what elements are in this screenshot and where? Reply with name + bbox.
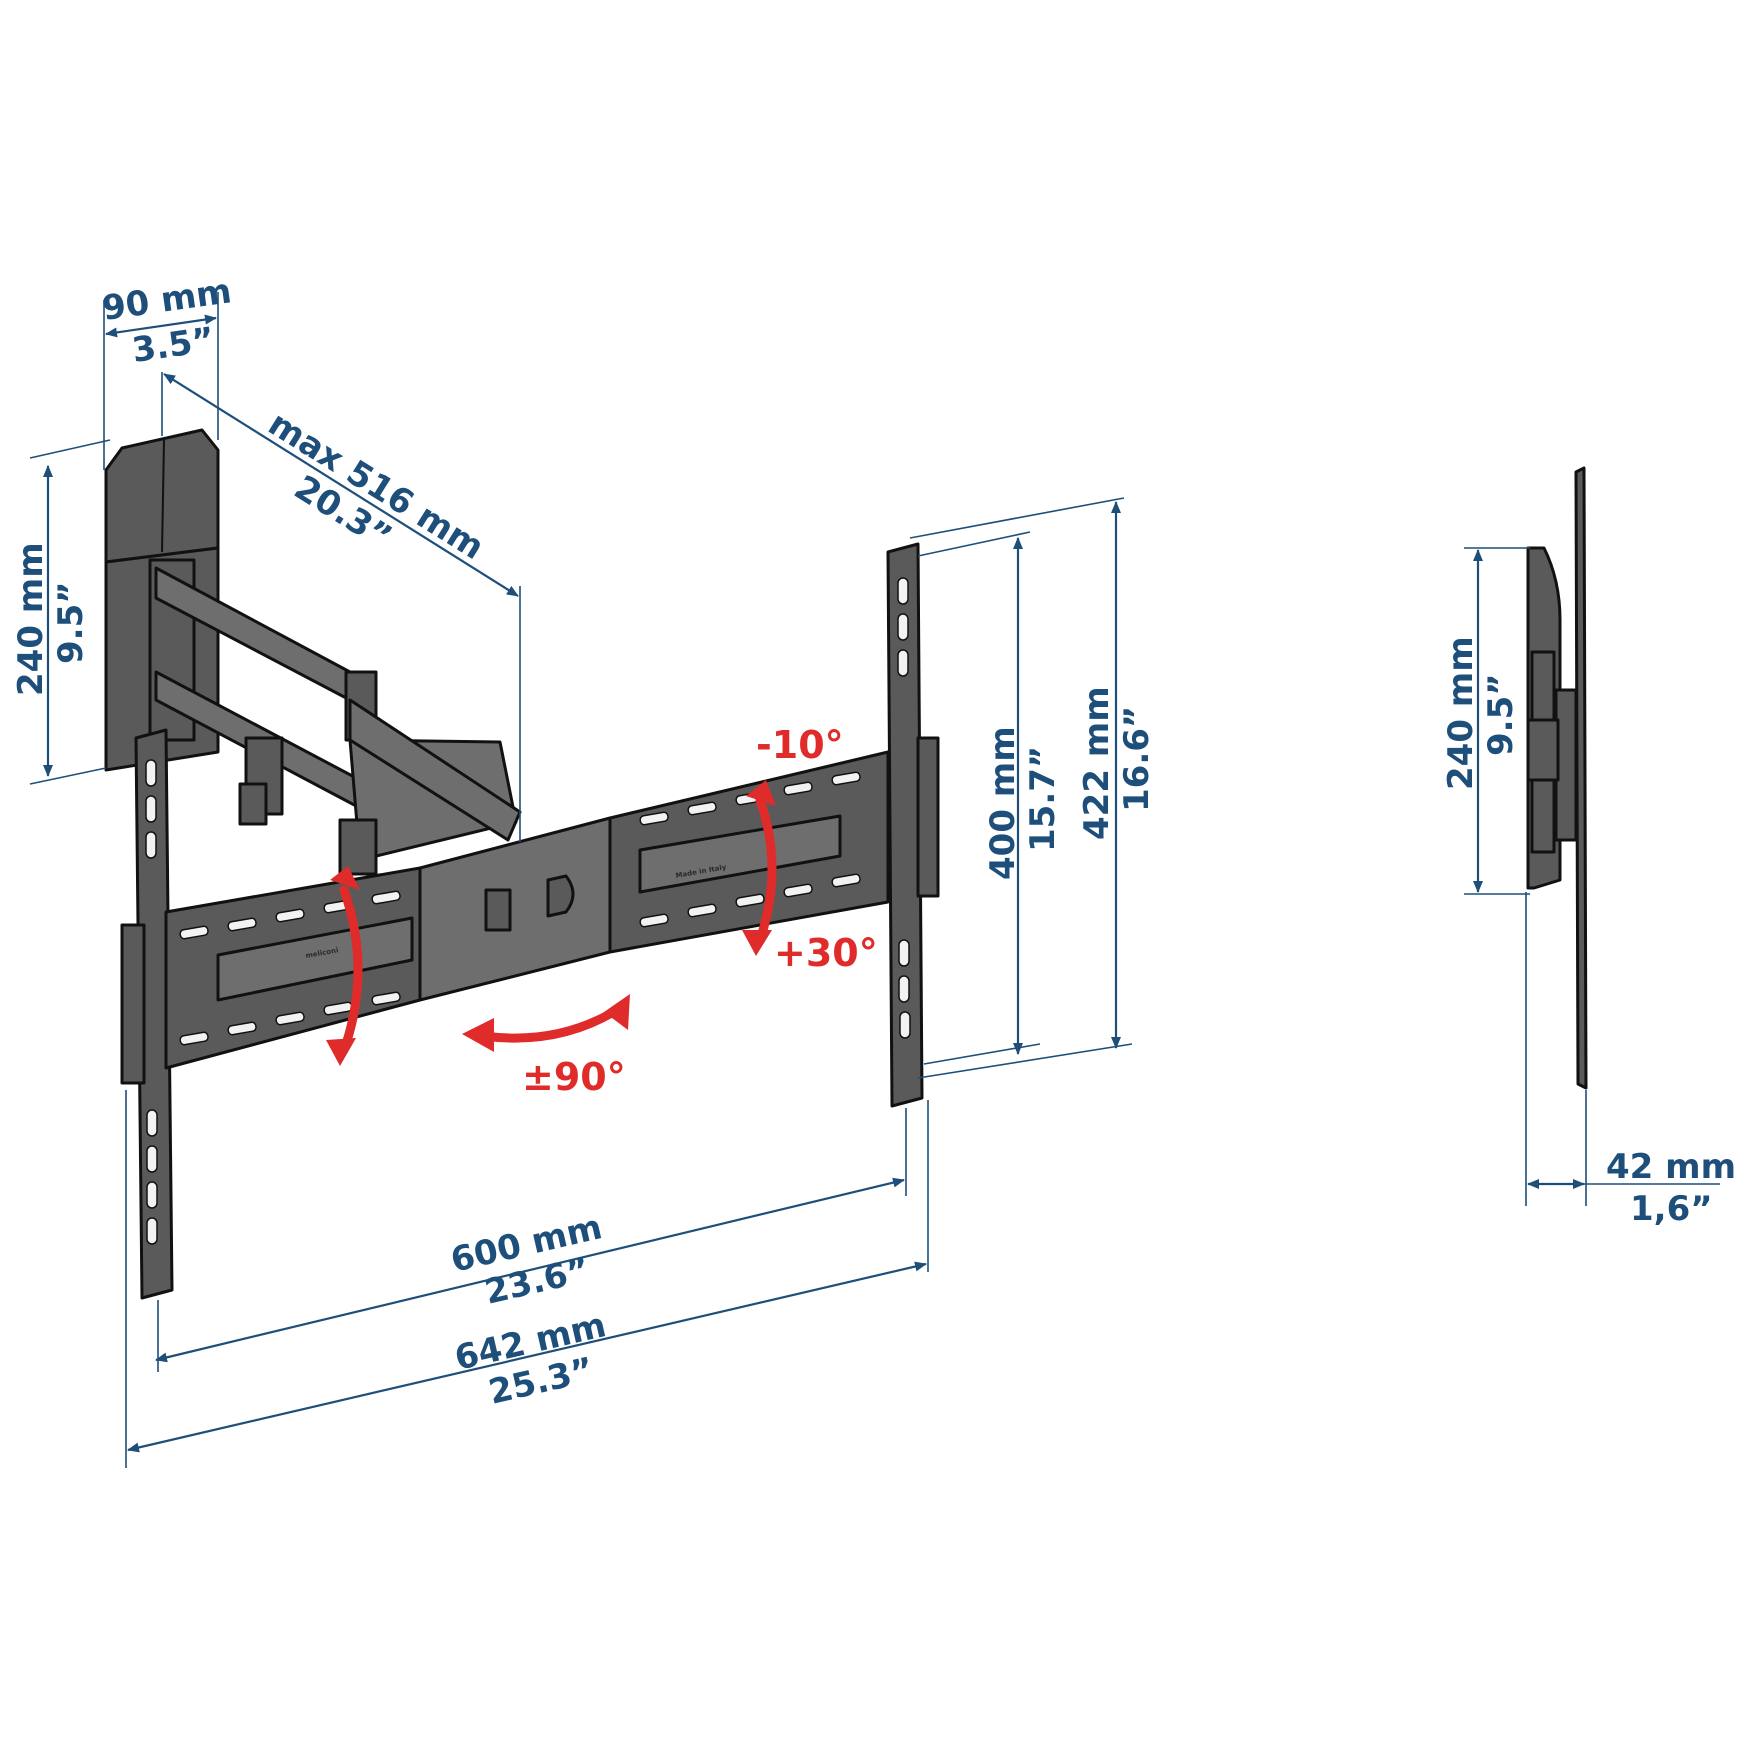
tilt-arrow-left [339, 885, 363, 1055]
side-depth-mm-label: 42 mm [1606, 1147, 1736, 1187]
bracket-height-mm-label: 422 mm [1077, 686, 1117, 840]
vesa-height-mm-label: 400 mm [983, 726, 1023, 880]
right-vertical-rail [886, 542, 940, 1108]
side-height-in-label: 9.5” [1481, 673, 1521, 756]
wall-height-mm-label: 240 mm [11, 542, 51, 696]
articulated-arm [154, 566, 522, 876]
wall-height-in-label: 9.5” [51, 581, 91, 664]
depth-mm-label: 90 mm [100, 271, 234, 329]
depth-in-label: 3.5” [130, 320, 217, 371]
bracket-height-in-label: 16.6” [1117, 706, 1157, 812]
swivel-label: ±90° [522, 1055, 626, 1099]
side-height-mm-label: 240 mm [1441, 636, 1481, 790]
angle-labels: -10° +30° ±90° [522, 723, 878, 1099]
tilt-down-label: +30° [774, 931, 878, 975]
swivel-arrow [479, 1003, 625, 1043]
rotation-arrows [326, 780, 777, 1066]
vesa-height-in-label: 15.7” [1023, 746, 1063, 852]
tilt-arrow-right [755, 795, 777, 945]
side-depth-in-label: 1,6” [1630, 1189, 1713, 1229]
tilt-up-label: -10° [756, 723, 844, 767]
dimension-lines [29, 292, 1720, 1468]
mount-illustration: meliconi Made in Italy [104, 428, 1588, 1300]
side-view [1526, 466, 1588, 1090]
